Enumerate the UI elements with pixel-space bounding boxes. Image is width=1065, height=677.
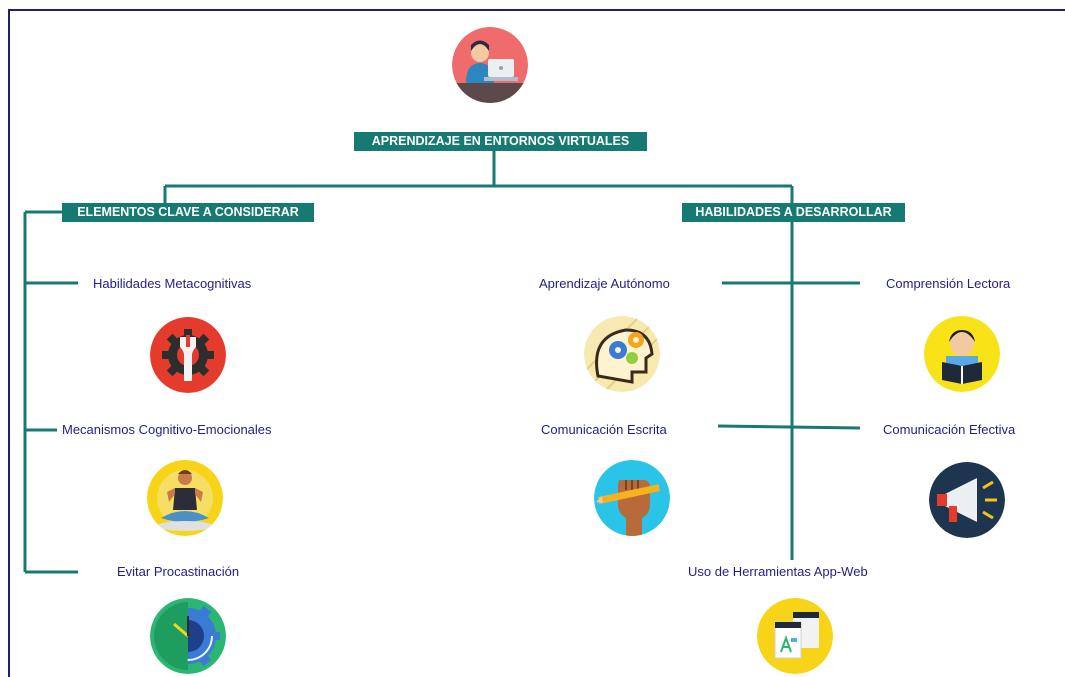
right-item-label-herramientas-app-web: Uso de Herramientas App-Web [688,564,868,579]
right-branch-title: HABILIDADES A DESARROLLAR [682,203,905,222]
fist-pencil-icon [594,460,670,536]
right-item-label-comprension-lectora: Comprensión Lectora [886,276,1011,291]
frame-border-left [8,9,10,677]
meditating-person-icon [147,460,223,536]
connector-right-row-2 [717,424,861,430]
frame-border-top [8,9,1065,11]
megaphone-icon [929,462,1005,538]
root-title: APRENDIZAJE EN ENTORNOS VIRTUALES [354,132,647,151]
left-branch-title: ELEMENTOS CLAVE A CONSIDERAR [62,203,314,222]
right-item-label-comunicacion-efectiva: Comunicación Efectiva [883,422,1016,437]
left-item-label-procastinacion: Evitar Procastinación [117,564,240,579]
gear-wrench-icon [150,317,226,393]
left-item-label-metacognitivas: Habilidades Metacognitivas [93,276,252,291]
app-windows-icon [757,598,833,674]
person-at-laptop-icon [452,27,528,103]
student-reading-icon [924,316,1000,392]
left-item-label-cognitivo-emocionales: Mecanismos Cognitivo-Emocionales [62,422,272,437]
clock-gear-icon [150,598,226,674]
right-item-label-aprendizaje-autonomo: Aprendizaje Autónomo [539,276,670,291]
right-item-label-comunicacion-escrita: Comunicación Escrita [541,422,667,437]
head-gears-icon [584,316,660,392]
